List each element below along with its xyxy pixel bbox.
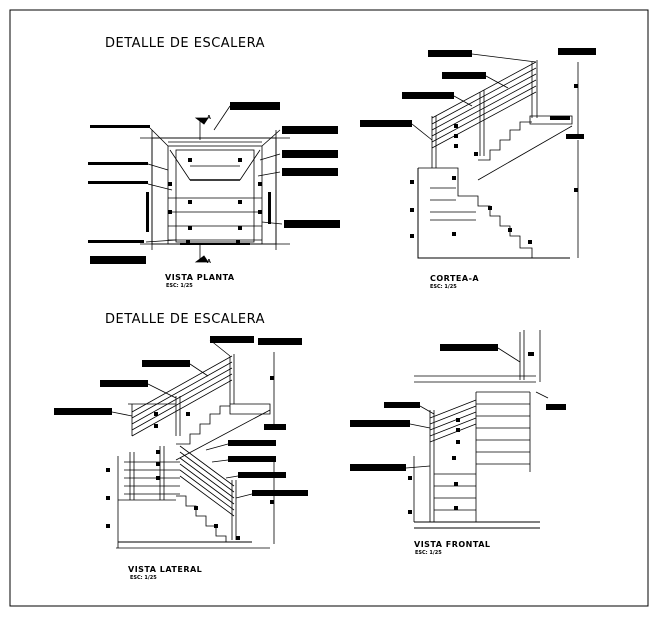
lateral-view xyxy=(54,336,308,549)
section-view xyxy=(360,48,596,259)
plan-view-caption: VISTA PLANTA xyxy=(165,273,235,282)
plan-view-scale: ESC: 1/25 xyxy=(166,283,193,289)
frontal-view xyxy=(350,330,566,529)
plan-view xyxy=(88,102,340,264)
lateral-view-caption: VISTA LATERAL xyxy=(128,565,203,574)
section-view-caption: CORTEA-A xyxy=(430,274,480,283)
sheet-title-top: DETALLE DE ESCALERA xyxy=(105,36,266,51)
frontal-view-caption: VISTA FRONTAL xyxy=(414,540,491,549)
section-view-scale: ESC: 1/25 xyxy=(430,284,457,290)
sheet-border xyxy=(9,9,649,607)
section-mark-bottom: A xyxy=(207,259,211,265)
frontal-view-scale: ESC: 1/25 xyxy=(415,550,442,556)
lateral-view-scale: ESC: 1/25 xyxy=(130,575,157,581)
sheet-title-bottom: DETALLE DE ESCALERA xyxy=(105,312,266,327)
section-mark-top: A xyxy=(207,115,211,121)
